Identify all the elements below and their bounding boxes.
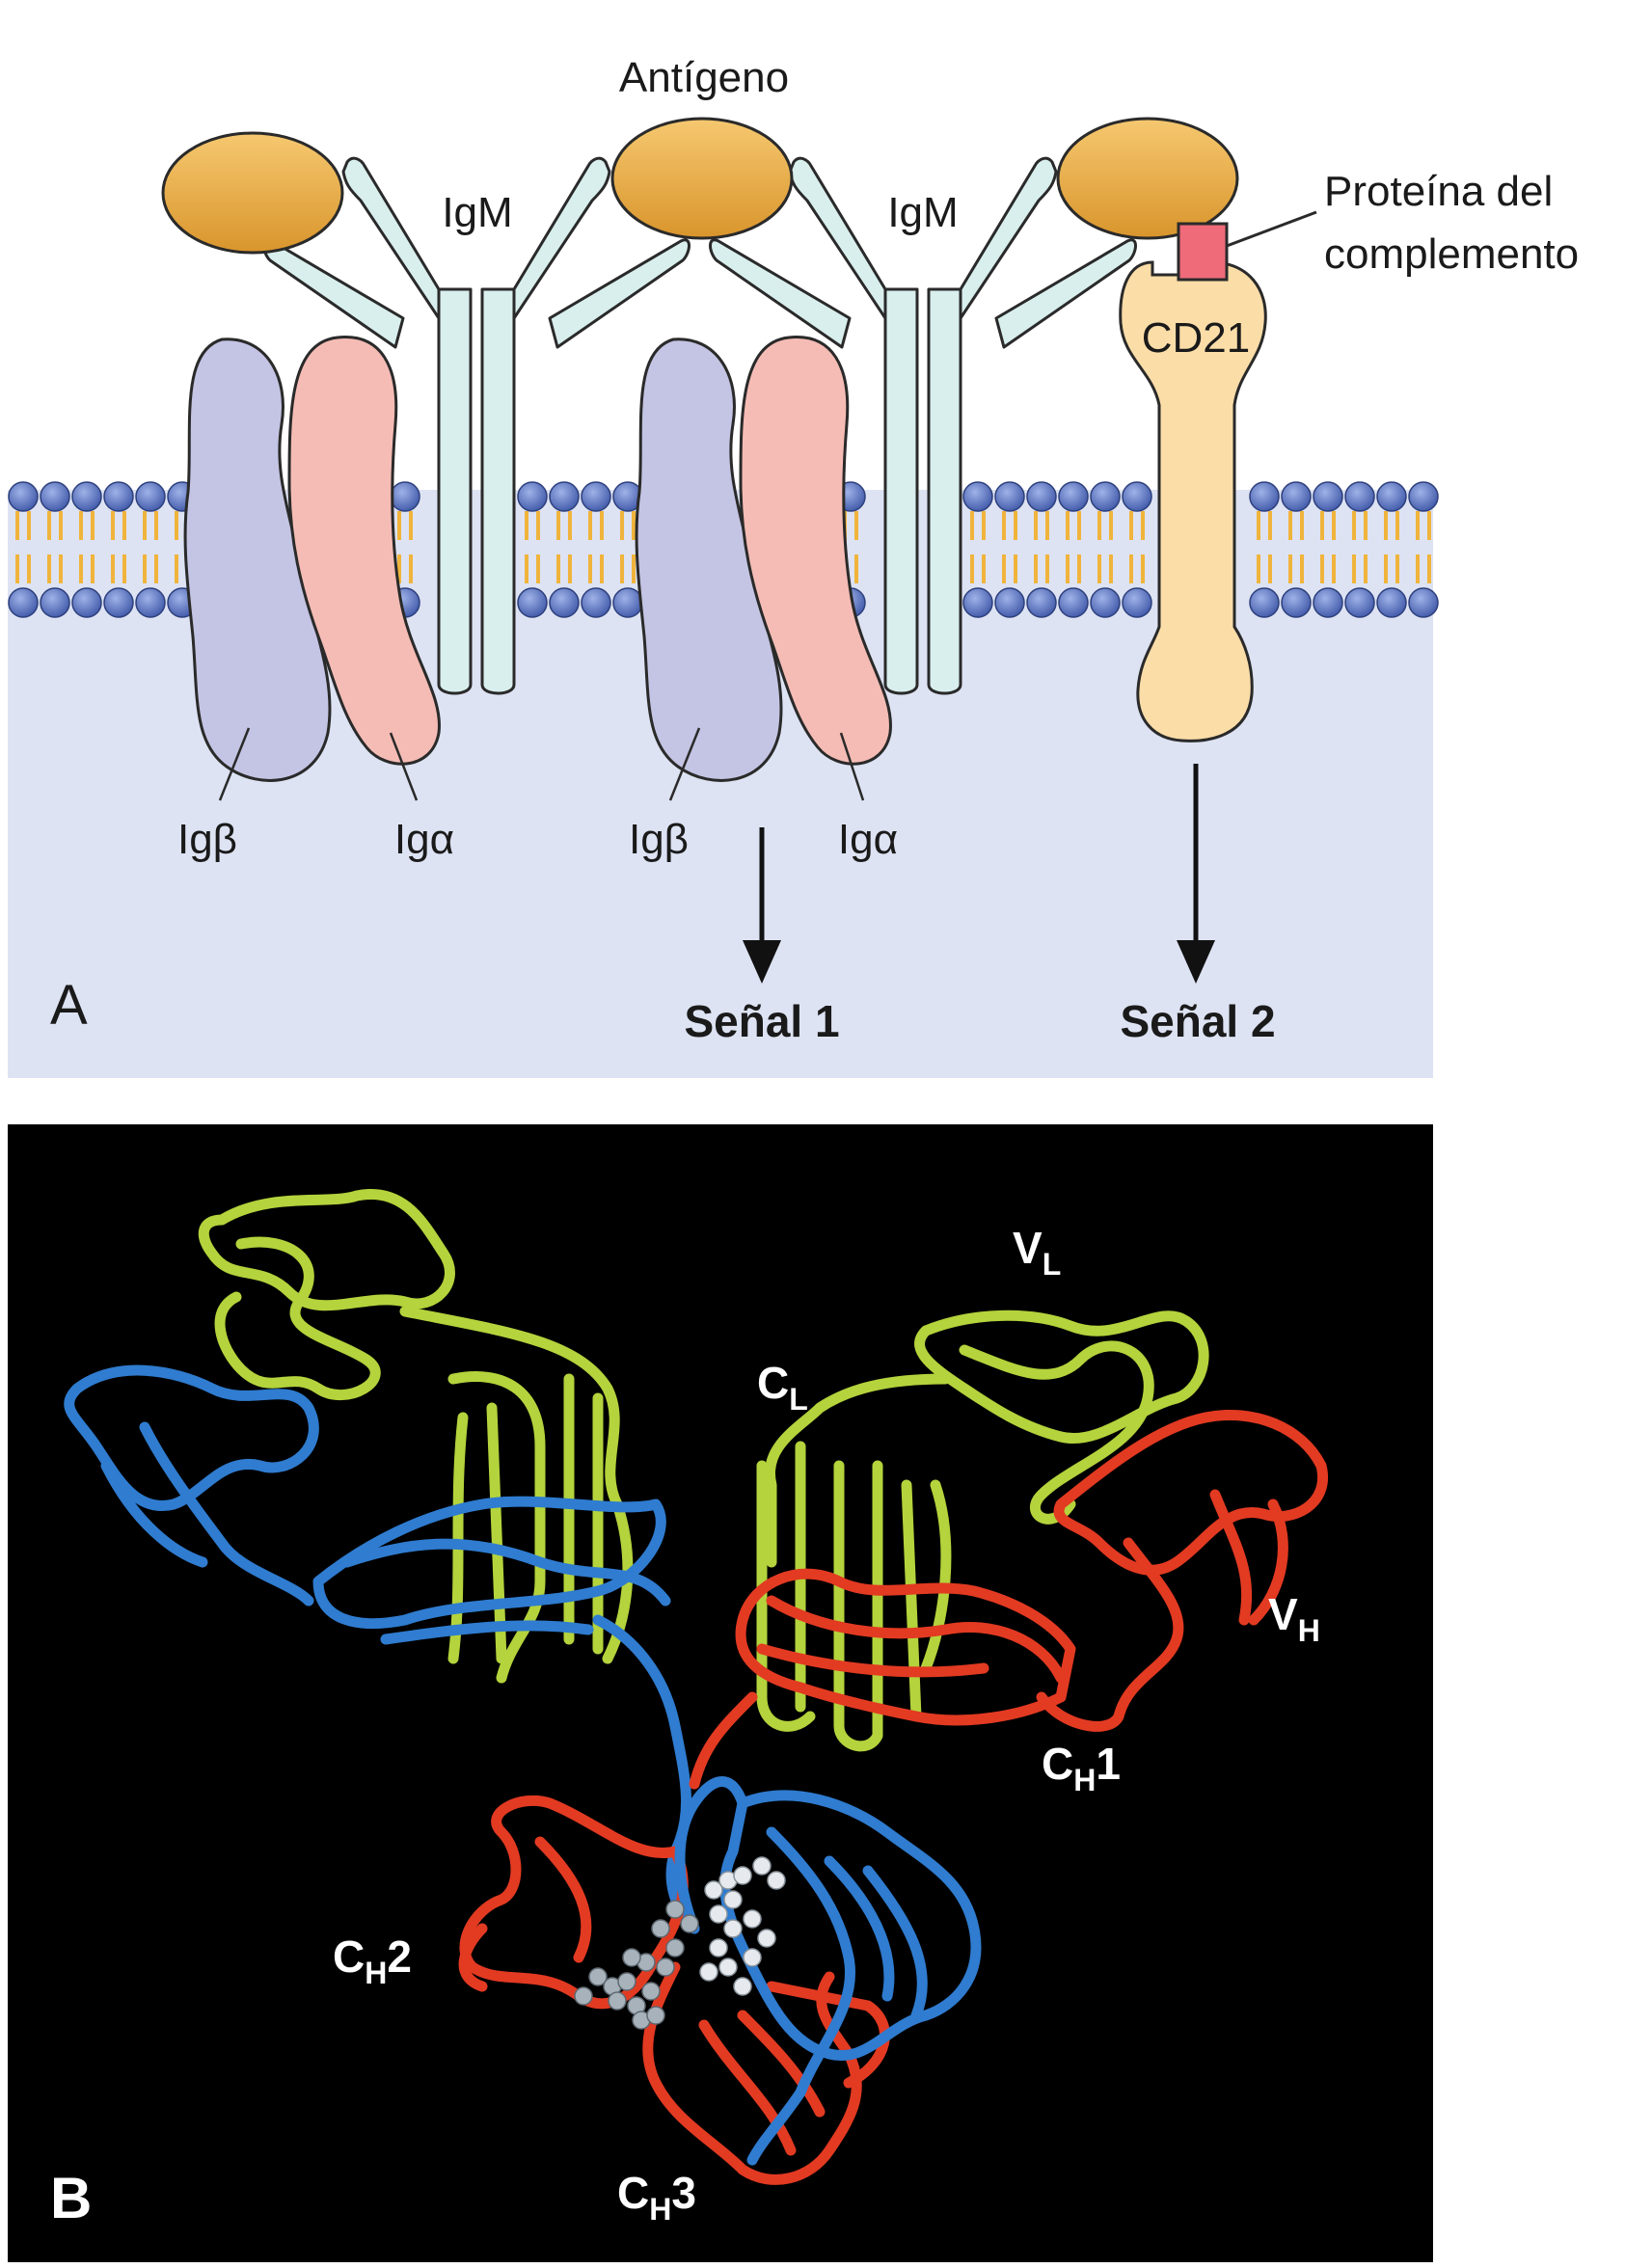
signal-2-arrow — [1177, 764, 1215, 984]
antigen-3 — [1056, 117, 1239, 240]
igm-receptor-2 — [709, 156, 1137, 695]
cd21-label: CD21 — [1142, 314, 1251, 362]
ig-beta-1-leader — [218, 727, 251, 801]
domain-label-ch1: CH1 — [1042, 1739, 1121, 1797]
domain-label-ch3: CH3 — [617, 2168, 696, 2227]
lipid-head — [135, 587, 166, 618]
antigen-2 — [610, 117, 794, 240]
lipid-head — [1344, 481, 1375, 512]
ig-beta-label-1: Igβ — [177, 816, 237, 863]
lipid-head — [517, 481, 548, 512]
igm-receptor-1 — [262, 156, 691, 695]
lipid-head — [994, 587, 1025, 618]
signal-1-arrow — [743, 827, 781, 984]
carbohydrate-cluster-2 — [699, 1856, 786, 1996]
lipid-head — [40, 587, 70, 618]
lipid-head — [1026, 587, 1057, 618]
complement-protein — [1177, 222, 1229, 282]
ig-beta-2 — [635, 338, 783, 782]
ig-beta-2-leader — [668, 727, 701, 801]
lipid-head — [103, 481, 134, 512]
antibody-ribbon-structure — [64, 1189, 1329, 2185]
cd21-receptor — [1119, 260, 1267, 742]
lipid-head — [390, 481, 420, 512]
complement-label-line1: Proteína del — [1324, 168, 1553, 215]
panel-b-label: B — [50, 2166, 92, 2230]
lipid-head — [581, 481, 611, 512]
panel-b: VL CL VH CH1 CH2 CH3 B — [8, 1124, 1433, 2262]
lipid-head — [1313, 481, 1343, 512]
lipid-head — [612, 587, 643, 618]
lipid-head — [40, 481, 70, 512]
lipid-head — [1122, 481, 1152, 512]
lipid-head — [71, 481, 102, 512]
igm-label-2: IgM — [887, 189, 958, 236]
lipid-head — [1408, 587, 1439, 618]
complement-leader-line — [1226, 210, 1317, 248]
lipid-head — [1344, 587, 1375, 618]
ig-alpha-label-1: Igα — [394, 816, 454, 863]
lipid-head — [994, 481, 1025, 512]
lipid-head — [1249, 481, 1280, 512]
lipid-head — [1376, 587, 1407, 618]
lipid-head — [71, 587, 102, 618]
lipid-head — [1090, 587, 1121, 618]
ig-beta-1 — [183, 338, 332, 782]
ig-beta-label-2: Igβ — [629, 816, 689, 863]
complement-label-line2: complemento — [1324, 230, 1579, 278]
lipid-head — [1122, 587, 1152, 618]
signal-2-label: Señal 2 — [1120, 996, 1275, 1046]
lipid-head — [1090, 481, 1121, 512]
lipid-head — [517, 587, 548, 618]
lipid-head — [8, 587, 39, 618]
lipid-head — [1408, 481, 1439, 512]
lipid-head — [1376, 481, 1407, 512]
carbohydrate-cluster-1 — [574, 1900, 699, 2030]
domain-label-cl: CL — [757, 1358, 808, 1417]
signal-1-label: Señal 1 — [684, 996, 839, 1046]
lipid-head — [1026, 481, 1057, 512]
domain-label-vh: VH — [1268, 1589, 1320, 1648]
lipid-head — [549, 481, 580, 512]
ig-alpha-label-2: Igα — [838, 816, 898, 863]
antigen-1 — [161, 131, 344, 255]
lipid-head — [581, 587, 611, 618]
lipid-head — [8, 481, 39, 512]
structure-image-background — [8, 1124, 1433, 2262]
igm-label-1: IgM — [442, 189, 512, 236]
domain-label-vl: VL — [1013, 1223, 1061, 1282]
ig-alpha-2-leader — [839, 732, 865, 801]
ig-alpha-2 — [739, 336, 892, 766]
lipid-head — [1058, 481, 1089, 512]
lipid-bilayer — [8, 481, 1439, 618]
lipid-head — [549, 587, 580, 618]
domain-label-ch2: CH2 — [333, 1931, 412, 1990]
lipid-head — [962, 587, 993, 618]
lipid-head — [1281, 481, 1312, 512]
lipid-head — [1058, 587, 1089, 618]
lipid-head — [135, 481, 166, 512]
ig-alpha-1-leader — [389, 732, 419, 801]
ig-alpha-1 — [287, 336, 441, 766]
lipid-head — [1281, 587, 1312, 618]
lipid-head — [1249, 587, 1280, 618]
panel-a-label: A — [50, 974, 88, 1037]
antigen-label: Antígeno — [619, 54, 789, 101]
lipid-head — [1313, 587, 1343, 618]
panel-a: Antígeno IgM IgM Proteína del complement… — [8, 54, 1579, 1078]
lipid-head — [962, 481, 993, 512]
lipid-head — [103, 587, 134, 618]
